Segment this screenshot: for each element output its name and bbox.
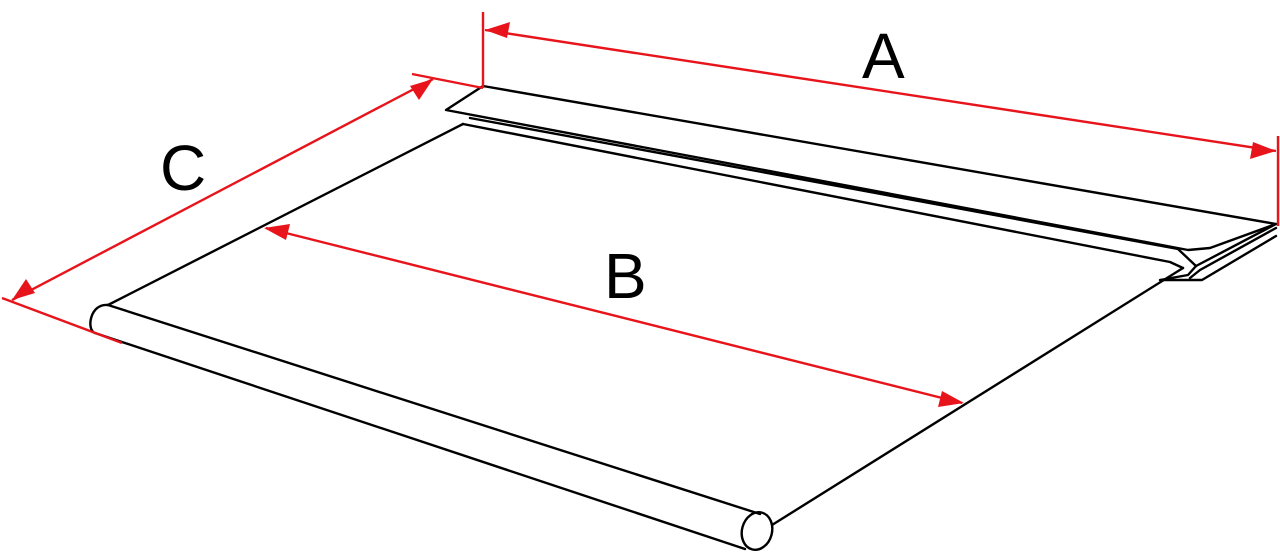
awning-drawing xyxy=(89,84,1278,551)
arrowhead-left-icon xyxy=(485,22,510,38)
canopy-right-edge xyxy=(770,266,1185,527)
canopy-left-edge xyxy=(106,122,465,307)
arrowhead-right-icon xyxy=(938,391,964,407)
end-bracket-inner xyxy=(1188,226,1278,280)
dimension-b: B xyxy=(264,224,964,407)
arrowhead-left-icon xyxy=(264,224,290,240)
dimension-a: A xyxy=(481,12,1280,226)
arrowhead-right-icon xyxy=(1250,142,1276,159)
cassette-housing xyxy=(444,84,1278,252)
end-bracket xyxy=(1158,222,1278,282)
cassette-lower-edge xyxy=(468,116,1198,268)
dimension-c-label: C xyxy=(160,132,206,204)
dimension-b-label: B xyxy=(604,240,647,312)
dimension-c: C xyxy=(1,72,484,345)
roller-end-cap xyxy=(740,511,774,551)
arrowhead-bottom-icon xyxy=(12,279,35,300)
cassette-lower-edge-2 xyxy=(461,122,1185,270)
arrowhead-top-icon xyxy=(410,79,433,100)
dimension-a-label: A xyxy=(862,20,905,92)
front-roller-bar xyxy=(89,303,774,551)
